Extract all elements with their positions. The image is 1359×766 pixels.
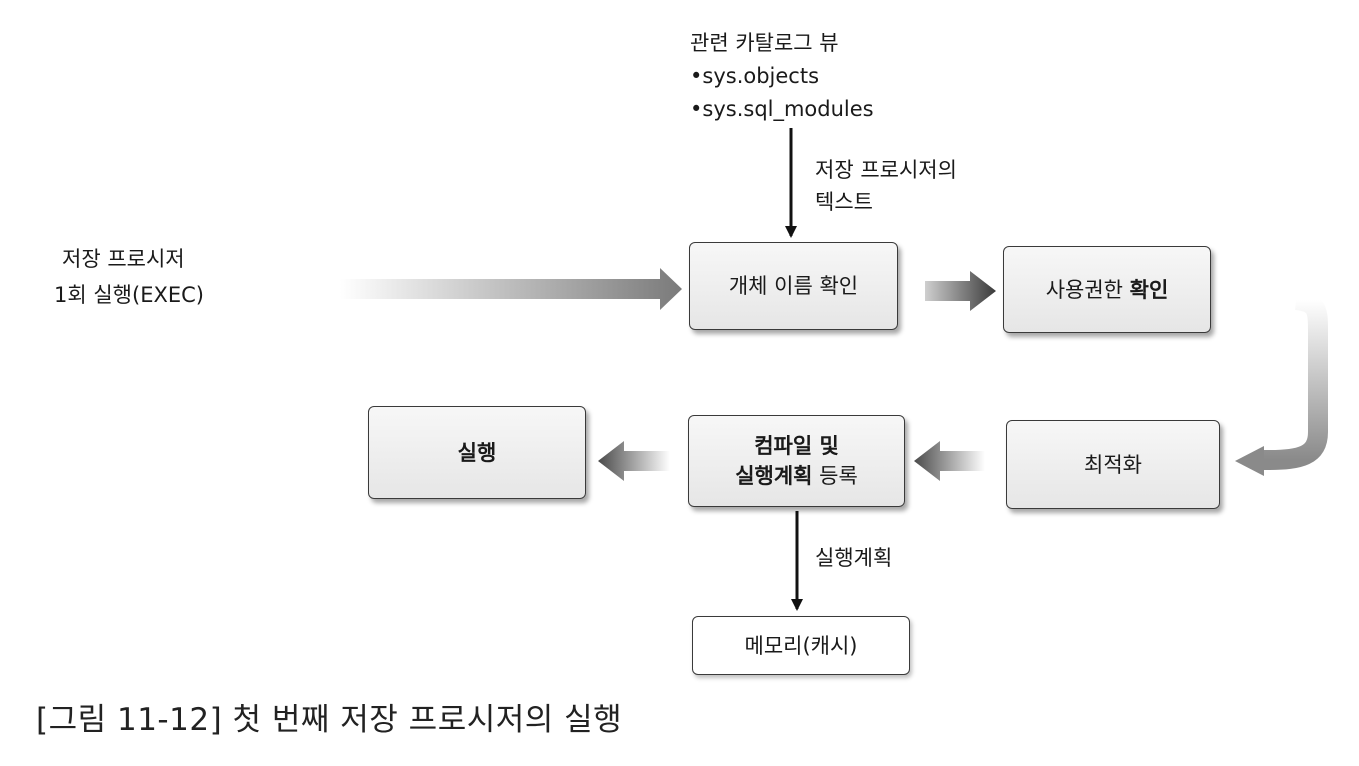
compile-label: 컴파일 및 실행계획 등록 xyxy=(735,434,858,488)
text-of-proc-label-line2: 텍스트 xyxy=(815,190,873,214)
input-label-line2: 1회 실행(EXEC) xyxy=(54,283,204,307)
optimize-box: 최적화 xyxy=(1006,420,1220,509)
input-label-line1: 저장 프로시저 xyxy=(62,247,185,271)
input-arrow xyxy=(340,268,682,310)
arrow-perm-to-optimize xyxy=(1235,290,1328,476)
catalog-title: 관련 카탈로그 뷰 xyxy=(690,31,839,55)
name-check-label: 개체 이름 확인 xyxy=(728,274,859,298)
figure-caption: [그림 11-12] 첫 번째 저장 프로시저의 실행 xyxy=(36,702,623,738)
permission-check-label: 사용권한 확인 xyxy=(1045,277,1169,302)
name-check-box: 개체 이름 확인 xyxy=(689,242,898,330)
optimize-label: 최적화 xyxy=(1084,452,1142,477)
execute-label: 실행 xyxy=(457,440,497,465)
compile-box: 컴파일 및 실행계획 등록 xyxy=(688,415,905,507)
text-of-proc-label-line1: 저장 프로시저의 xyxy=(815,158,957,182)
plan-arrow-label: 실행계획 xyxy=(815,546,893,570)
catalog-item: •sys.sql_modules xyxy=(690,97,874,121)
catalog-item: •sys.objects xyxy=(690,64,820,88)
arrow-optimize-to-compile xyxy=(914,441,985,481)
execute-box: 실행 xyxy=(368,406,586,499)
memory-cache-label: 메모리(캐시) xyxy=(744,633,858,658)
arrow-name-to-perm xyxy=(925,271,996,311)
permission-check-box: 사용권한 확인 xyxy=(1003,246,1211,333)
memory-cache-box: 메모리(캐시) xyxy=(692,616,910,675)
arrow-compile-to-execute xyxy=(598,441,670,481)
